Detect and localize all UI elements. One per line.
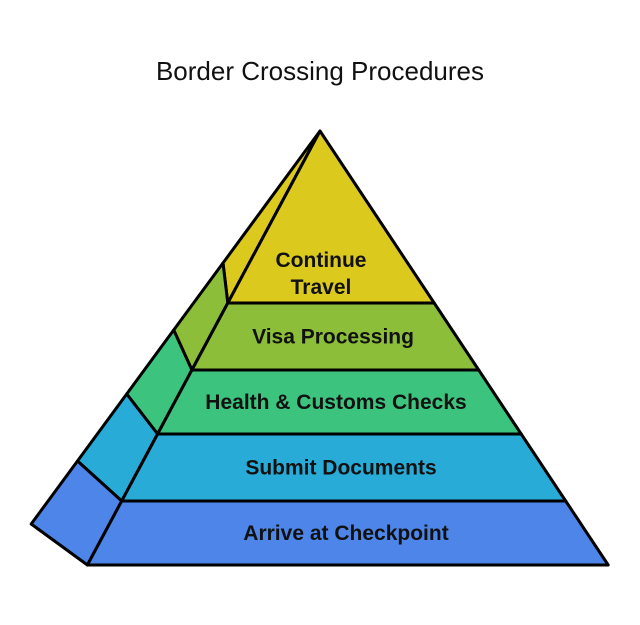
pyramid-level-4-label: Submit Documents xyxy=(245,457,436,480)
pyramid-level-5: Arrive at Checkpoint xyxy=(29,459,610,567)
pyramid-level-3: Health & Customs Checks xyxy=(125,328,523,436)
diagram-title: Border Crossing Procedures xyxy=(156,56,484,86)
pyramid-level-5-label: Arrive at Checkpoint xyxy=(243,522,448,545)
pyramid-level-2-label: Visa Processing xyxy=(252,326,414,349)
pyramid-level-5-front-face xyxy=(85,499,610,567)
pyramid-level-3-label: Health & Customs Checks xyxy=(205,391,466,414)
pyramid-level-1-label-line1: Continue xyxy=(276,249,367,272)
pyramid-level-1-label-line2: Travel xyxy=(291,276,352,299)
pyramid-level-2: Visa Processing xyxy=(172,261,481,372)
pyramid-level-4: Submit Documents xyxy=(76,392,568,503)
pyramid-level-1: Continue Travel xyxy=(221,129,436,305)
